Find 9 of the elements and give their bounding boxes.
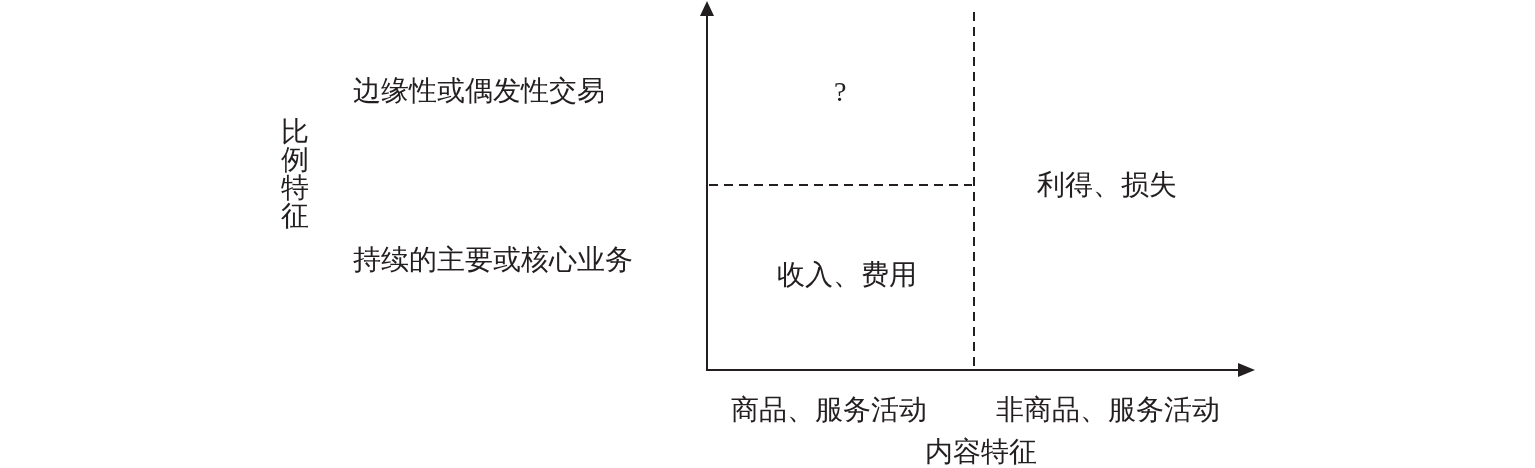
axis-title: 比例特征	[281, 118, 309, 230]
quadrant-label: 利得、损失	[1037, 171, 1177, 199]
column-label: 非商品、服务活动	[996, 396, 1220, 424]
row-label: 持续的主要或核心业务	[353, 246, 633, 274]
axis-title: 内容特征	[925, 438, 1037, 466]
quadrant-label: ?	[834, 78, 847, 106]
quadrant-label: 收入、费用	[777, 261, 917, 289]
row-label: 边缘性或偶发性交易	[353, 77, 605, 105]
column-label: 商品、服务活动	[731, 396, 927, 424]
